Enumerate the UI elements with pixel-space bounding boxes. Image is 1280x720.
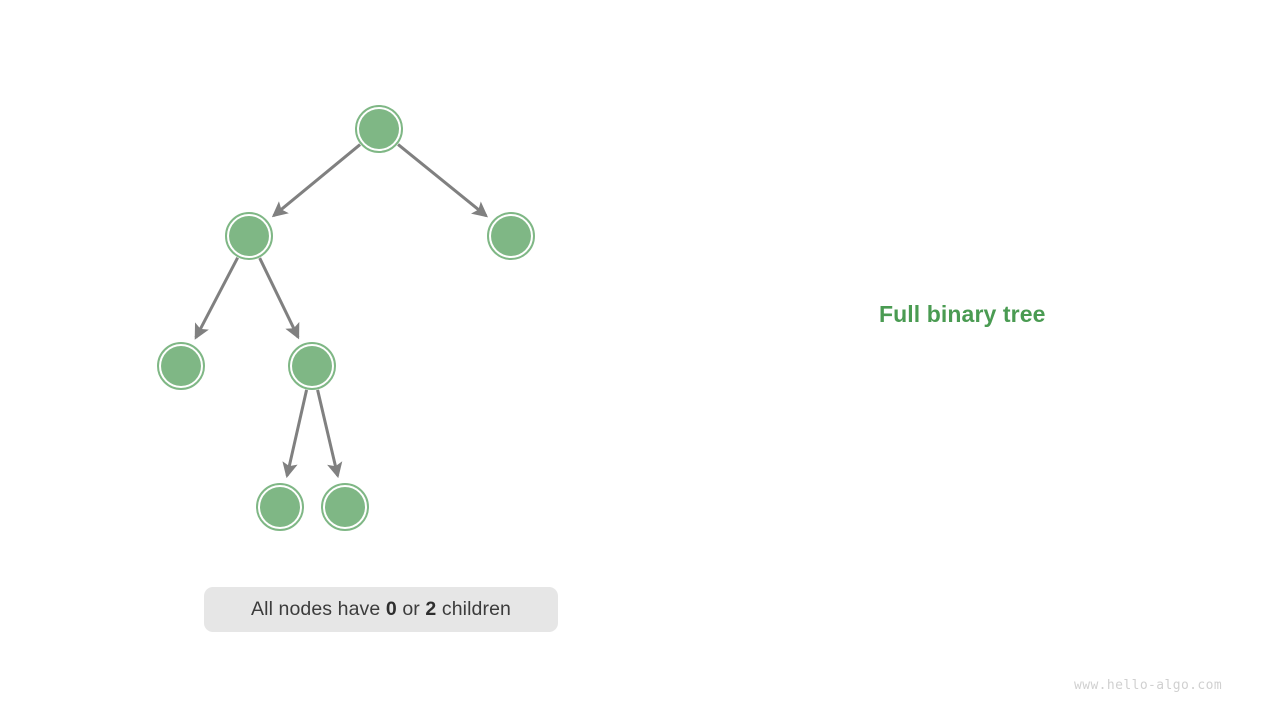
tree-node-body [325,487,365,527]
tree-node-ring [487,212,535,260]
tree-node-body [292,346,332,386]
tree-node-body [161,346,201,386]
tree-node [487,212,535,260]
caption-box: All nodes have 0 or 2 children [204,587,558,632]
tree-node-body [260,487,300,527]
tree-node [225,212,273,260]
caption-count-two: 2 [425,598,437,620]
tree-node-ring [288,342,336,390]
tree-node-ring [321,483,369,531]
tree-node-ring [256,483,304,531]
caption-count-zero: 0 [385,598,397,620]
tree-node [355,105,403,153]
tree-node-ring [355,105,403,153]
tree-node [256,483,304,531]
tree-node-ring [157,342,205,390]
caption-conjunction: or [396,598,426,620]
tree-edge [194,257,239,340]
tree-edge [316,389,343,479]
tree-node-body [491,216,531,256]
tree-edge [282,389,309,479]
caption-suffix: children [436,598,511,620]
caption-text: All nodes have 0 or 2 children [251,598,511,621]
tree-node-body [229,216,269,256]
tree-node [157,342,205,390]
watermark: www.hello-algo.com [1074,678,1223,693]
tree-node [288,342,336,390]
tree-node [321,483,369,531]
tree-edge-layer [194,143,489,479]
tree-edge [258,257,300,340]
page-title: Full binary tree [879,301,1046,327]
tree-edge [271,143,362,218]
tree-node-layer [157,105,535,531]
tree-edge [397,143,489,218]
tree-node-ring [225,212,273,260]
caption-prefix: All nodes have [251,598,386,620]
tree-node-body [359,109,399,149]
